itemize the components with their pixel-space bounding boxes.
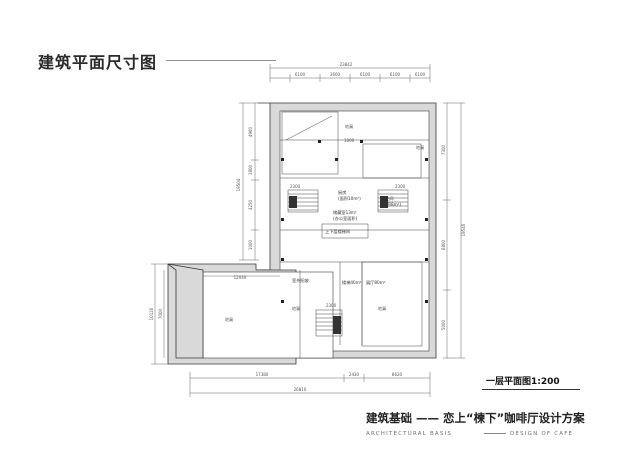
- drain-label: 地漏: [345, 123, 353, 129]
- dim-left-seg: 4960: [248, 126, 253, 137]
- drain-label: 地漏: [225, 316, 233, 322]
- footer-title: 建筑基础 —— 恋上“楝下”咖啡厅设计方案: [366, 411, 585, 425]
- structural-columns: [281, 140, 428, 303]
- plan-caption: 一层平面图1:200: [486, 377, 560, 387]
- room-storage-note: (办公室面积): [333, 215, 358, 222]
- dim-top-total: 23842: [340, 62, 353, 67]
- annex-left-wing: [167, 263, 204, 359]
- dim-annex-width: 12040: [234, 275, 247, 280]
- dim-top-seg: 6100: [390, 72, 401, 77]
- footer-subtitle-left: ARCHITECTURAL BASIS: [366, 431, 453, 437]
- dim-right-total: 19540: [461, 223, 466, 236]
- drain-label: 地漏: [416, 144, 424, 150]
- footer-divider: [484, 433, 506, 434]
- dim-top-seg: 6100: [415, 72, 426, 77]
- dim-right-seg: 5000: [441, 319, 446, 330]
- dim-stair-left: 2300: [290, 184, 301, 189]
- room-storage: 储藏室13m²: [333, 209, 357, 216]
- room-lounge: 展厅80m²: [366, 280, 386, 286]
- stair-left: [287, 189, 319, 213]
- dim-left-seg: 4250: [248, 199, 253, 210]
- dim-annex-inner: 7000: [158, 308, 163, 319]
- dim-top-seg: 3600: [330, 72, 341, 77]
- room-kitchen: 厨房: [338, 189, 346, 196]
- annex-interior: [202, 271, 334, 359]
- page-title: 建筑平面尺寸图: [38, 53, 158, 72]
- caption-underline: [482, 389, 580, 390]
- dim-left-seg: 1800: [248, 164, 253, 175]
- annex-left-dimensions: [151, 263, 168, 365]
- dim-right-seg: 7300: [441, 144, 446, 155]
- dim-top-seg: 6100: [295, 72, 306, 77]
- stair-right: [377, 189, 409, 213]
- title-divider: [166, 60, 276, 61]
- room-corridor: 上下层楼梯间: [325, 228, 350, 235]
- footer-subtitle-right: DESIGN OF CAFE: [510, 431, 574, 437]
- drain-label: 地漏: [292, 305, 300, 311]
- bottom-dimensions: [189, 372, 431, 397]
- dim-bottom-seg: 8620: [392, 372, 403, 377]
- dim-bottom-seg: 17380: [256, 372, 269, 377]
- room-bathroom-area: (面积8m²): [381, 201, 401, 208]
- room-hall: 楼梯40m²: [342, 279, 362, 286]
- room-outdoor: 室外阳坡: [292, 277, 310, 284]
- partitions: [280, 111, 429, 358]
- dim-bottom-total: 26810: [294, 387, 307, 392]
- room-kitchen-area: (面积10m²): [338, 195, 361, 202]
- dim-corridor: 1000: [344, 138, 355, 143]
- stair-lower: [315, 309, 343, 337]
- dim-bottom-seg: 2430: [349, 372, 360, 377]
- dim-top-seg: 6100: [360, 72, 371, 77]
- dim-stair-lower: 2300: [326, 303, 337, 308]
- dim-right-seg: 6800: [441, 239, 446, 250]
- dim-stair-right: 2300: [395, 184, 406, 189]
- right-dimensions: [443, 102, 465, 359]
- dim-annex-height: 10120: [149, 307, 154, 320]
- dim-left-seg: 1000: [248, 239, 253, 250]
- drain-label: 地漏: [378, 305, 386, 311]
- top-dimensions: [269, 64, 431, 82]
- left-dimensions: [239, 102, 259, 261]
- dim-left-total: 19504: [236, 178, 241, 191]
- room-bathroom: 卫生间: [381, 195, 394, 202]
